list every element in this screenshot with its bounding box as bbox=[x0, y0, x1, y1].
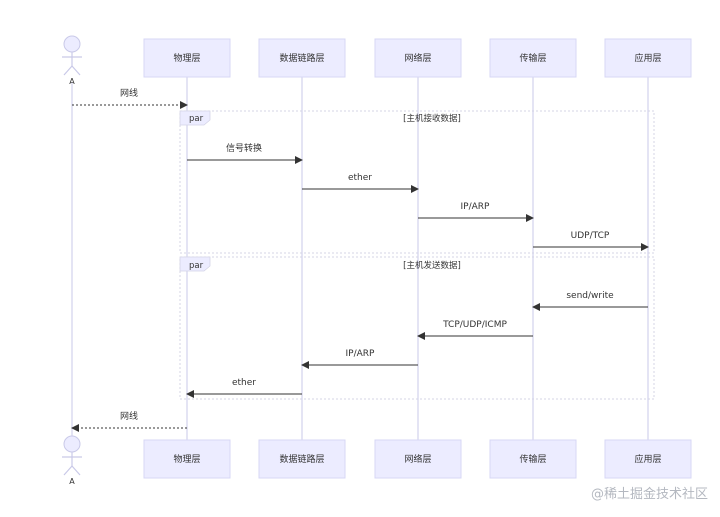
message-5[interactable]: send/write bbox=[532, 291, 648, 311]
actor-icon bbox=[62, 35, 82, 76]
actor-label: A bbox=[69, 77, 75, 86]
message-label: TCP/UDP/ICMP bbox=[442, 320, 507, 330]
message-3[interactable]: IP/ARP bbox=[418, 202, 534, 222]
par-frame-receive: par [主机接收数据] bbox=[179, 110, 655, 254]
message-label: 信号转换 bbox=[226, 142, 262, 154]
par-frame-send: par [主机发送数据] bbox=[179, 256, 655, 400]
actor-icon bbox=[62, 435, 82, 476]
participant-bottom-trans[interactable]: 传输层 bbox=[489, 439, 577, 479]
message-9[interactable]: 网线 bbox=[71, 410, 187, 432]
message-label: ether bbox=[348, 173, 372, 183]
participant-label: 应用层 bbox=[634, 453, 661, 465]
frame-title: [主机接收数据] bbox=[403, 113, 461, 124]
actor-top[interactable]: A bbox=[62, 35, 82, 86]
message-0[interactable]: 网线 bbox=[72, 87, 188, 109]
participant-label: 传输层 bbox=[519, 52, 546, 64]
message-label: IP/ARP bbox=[461, 202, 491, 212]
message-2[interactable]: ether bbox=[302, 173, 419, 193]
participant-bottom-dl[interactable]: 数据链路层 bbox=[258, 439, 346, 479]
frame-title: [主机发送数据] bbox=[403, 260, 461, 271]
actor-bottom[interactable]: A bbox=[62, 435, 82, 486]
actor-label: A bbox=[69, 477, 75, 486]
frame-keyword: par bbox=[189, 114, 204, 124]
message-label: 网线 bbox=[120, 410, 138, 422]
message-7[interactable]: IP/ARP bbox=[301, 349, 418, 369]
watermark-text: @稀土掘金技术社区 bbox=[591, 486, 708, 502]
message-label: send/write bbox=[566, 291, 614, 301]
participant-label: 应用层 bbox=[634, 52, 661, 64]
message-1[interactable]: 信号转换 bbox=[187, 142, 303, 164]
participant-label: 物理层 bbox=[173, 52, 200, 64]
message-6[interactable]: TCP/UDP/ICMP bbox=[417, 320, 533, 340]
message-label: 网线 bbox=[120, 87, 138, 99]
participant-bottom-phy[interactable]: 物理层 bbox=[143, 439, 231, 479]
participant-top-trans[interactable]: 传输层 bbox=[489, 38, 577, 78]
participant-label: 网络层 bbox=[404, 453, 431, 465]
participant-top-app[interactable]: 应用层 bbox=[604, 38, 692, 78]
participant-label: 物理层 bbox=[173, 453, 200, 465]
participant-bottom-net[interactable]: 网络层 bbox=[374, 439, 462, 479]
participant-bottom-app[interactable]: 应用层 bbox=[604, 439, 692, 479]
message-4[interactable]: UDP/TCP bbox=[533, 231, 649, 251]
participant-label: 数据链路层 bbox=[279, 453, 324, 465]
frame-tab bbox=[179, 110, 211, 126]
participant-top-net[interactable]: 网络层 bbox=[374, 38, 462, 78]
participant-label: 数据链路层 bbox=[279, 52, 324, 64]
participant-label: 传输层 bbox=[519, 453, 546, 465]
message-label: UDP/TCP bbox=[571, 231, 610, 241]
frame-keyword: par bbox=[189, 261, 204, 271]
participant-top-phy[interactable]: 物理层 bbox=[143, 38, 231, 78]
participant-top-dl[interactable]: 数据链路层 bbox=[258, 38, 346, 78]
message-8[interactable]: ether bbox=[186, 378, 302, 398]
frame-tab bbox=[179, 256, 211, 272]
message-label: ether bbox=[232, 378, 256, 388]
message-label: IP/ARP bbox=[346, 349, 376, 359]
participant-label: 网络层 bbox=[404, 52, 431, 64]
